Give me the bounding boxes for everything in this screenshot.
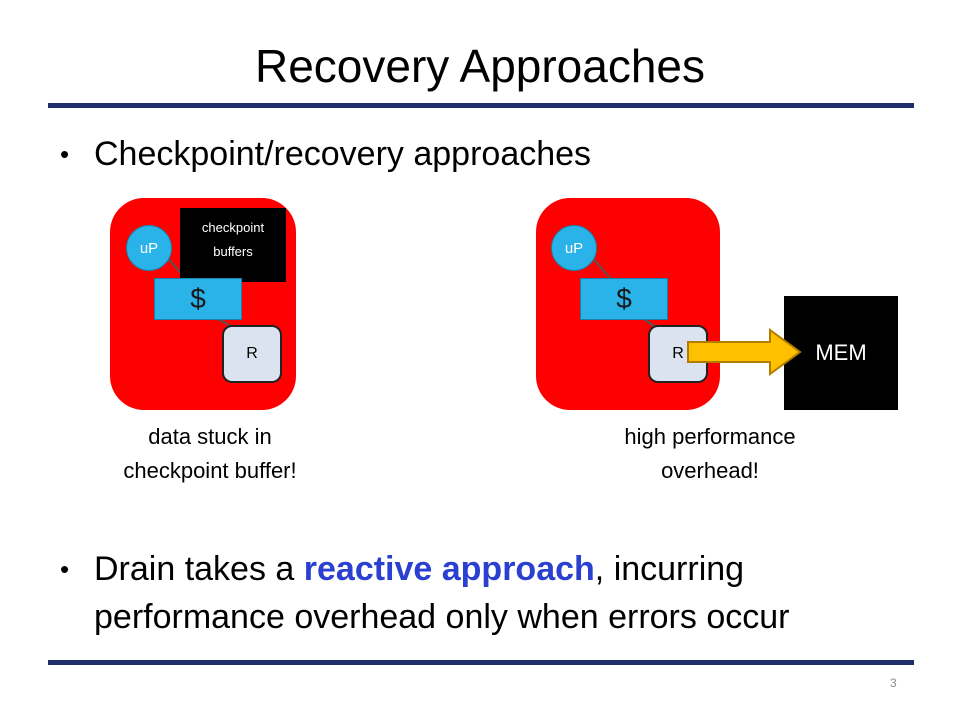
cache-right: $ xyxy=(580,278,668,320)
caption-left: data stuck in checkpoint buffer! xyxy=(60,420,360,488)
reactive-approach-highlight: reactive approach xyxy=(303,550,595,588)
bullet-dot: • xyxy=(60,139,70,169)
footer-rule xyxy=(48,660,914,665)
up-left: uP xyxy=(126,225,172,271)
caption-right-line1: high performance xyxy=(624,424,796,449)
page-number: 3 xyxy=(890,676,897,690)
bullet2-pre: Drain takes a xyxy=(94,550,304,588)
bullet2-post: , incurring xyxy=(594,550,745,588)
cache-left: $ xyxy=(154,278,242,320)
caption-right: high performance overhead! xyxy=(560,420,860,488)
checkpoint-line1: checkpoint xyxy=(201,220,265,235)
checkpoint-buffers: checkpoint buffers xyxy=(180,208,286,282)
bullet-dot: • xyxy=(60,554,70,584)
caption-left-line1: data stuck in xyxy=(148,424,272,449)
bullet2-line2: performance overhead only when errors oc… xyxy=(94,598,790,636)
bullet-text: Checkpoint/recovery approaches xyxy=(94,135,592,173)
bullet2-line1: Drain takes a reactive approach, incurri… xyxy=(94,545,789,593)
caption-right-line2: overhead! xyxy=(661,458,759,483)
router-left: R xyxy=(222,325,282,383)
slide-title: Recovery Approaches xyxy=(254,40,706,92)
bullet-text: Drain takes a reactive approach, incurri… xyxy=(94,545,789,641)
checkpoint-line2: buffers xyxy=(213,244,253,259)
mem-block: MEM xyxy=(784,296,898,410)
title-rule xyxy=(48,103,914,108)
arrow-shape xyxy=(687,328,802,376)
caption-left-line2: checkpoint buffer! xyxy=(123,458,297,483)
up-right: uP xyxy=(551,225,597,271)
